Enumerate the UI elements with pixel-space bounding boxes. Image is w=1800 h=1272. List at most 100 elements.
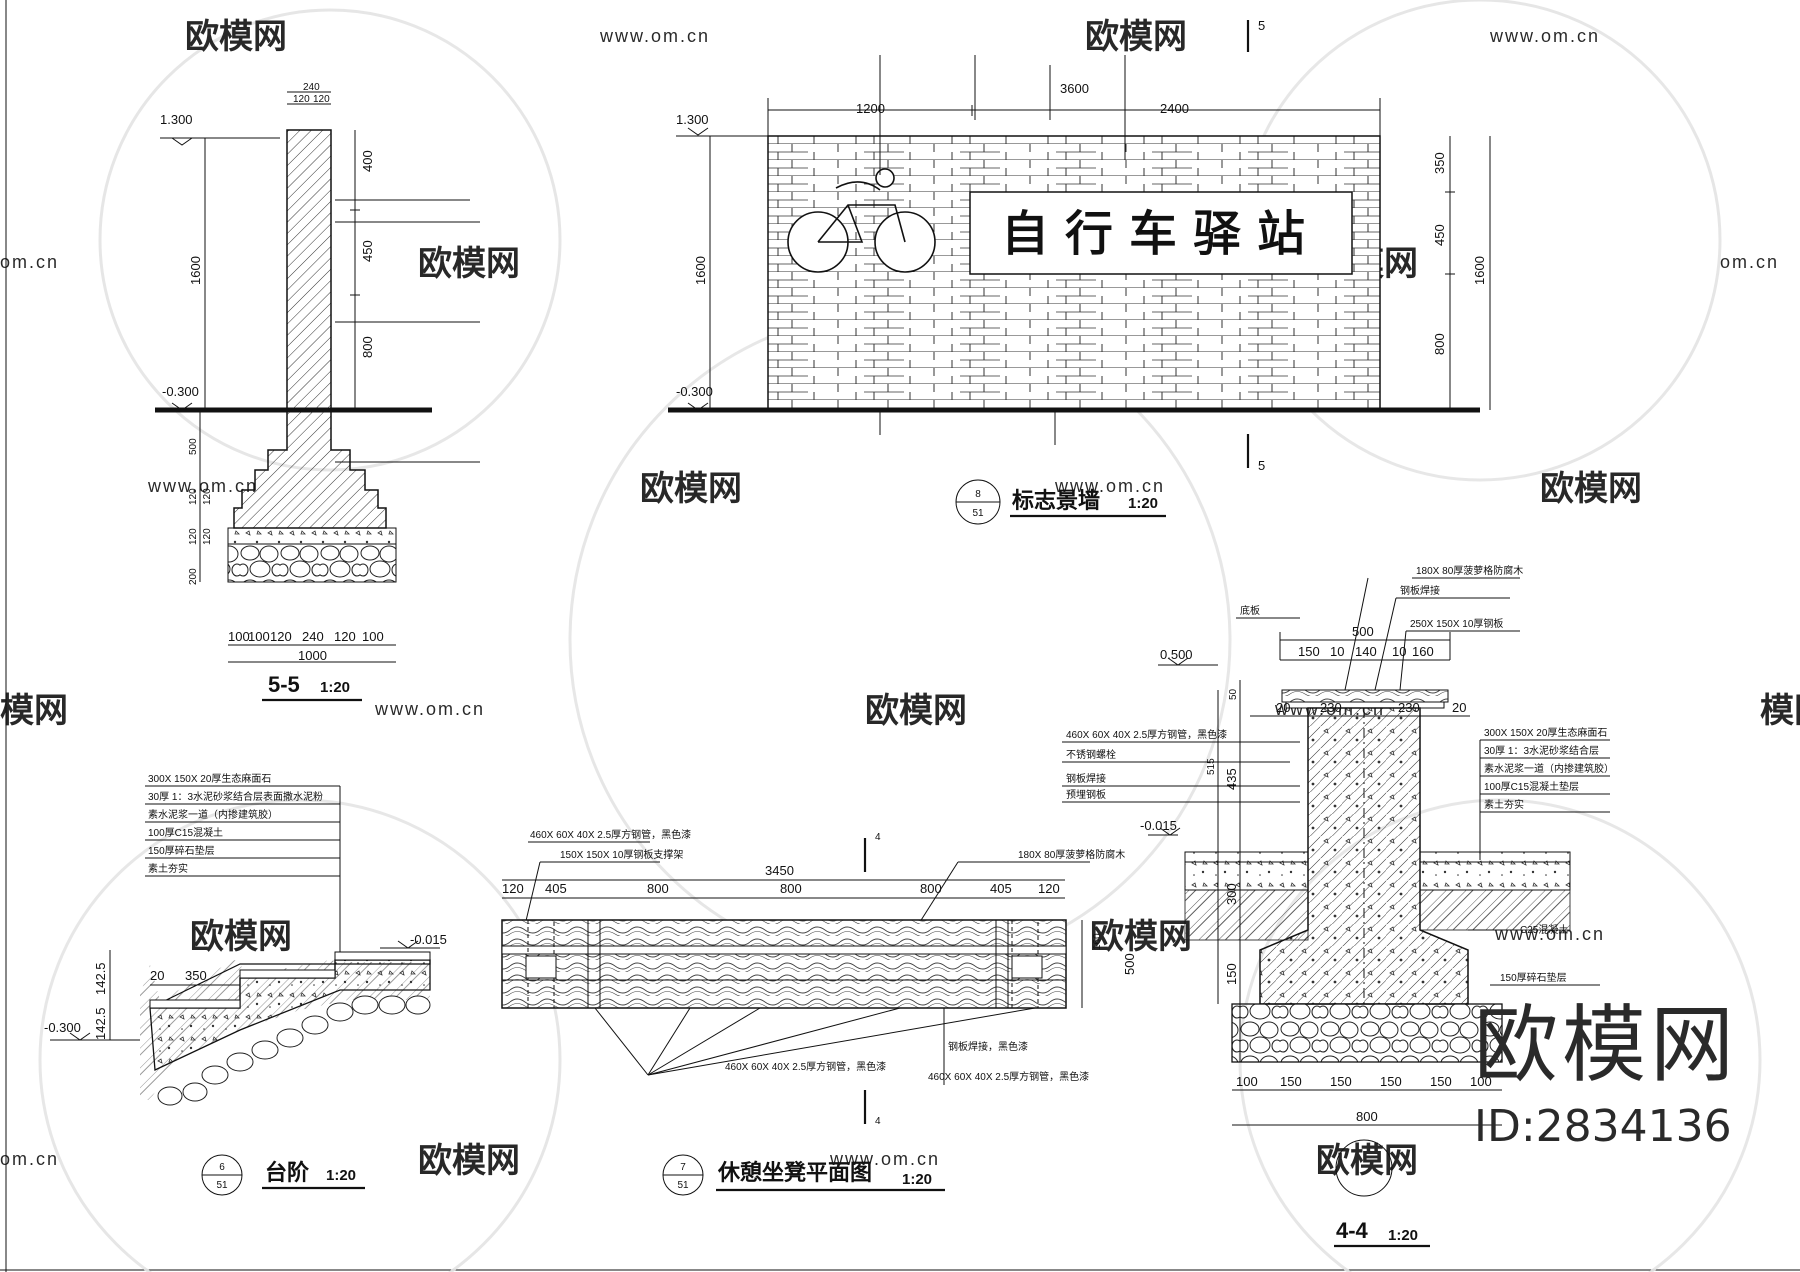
dim-bottom: 100 (362, 629, 384, 644)
dim-total: 1000 (298, 648, 327, 663)
dim-left-lower: 200 (188, 568, 199, 585)
dim: 300 (1224, 883, 1239, 905)
model-id: ID:2834136 (1473, 1101, 1732, 1152)
bench-dim: 160 (1092, 933, 1103, 950)
dim-left-lower: 120 (202, 488, 213, 505)
section-title: 5-5 (268, 672, 300, 697)
watermark-brand: 模网 (1760, 692, 1800, 730)
dim: 100 (1236, 1074, 1258, 1089)
dim-right: 800 (360, 336, 375, 358)
steps-notes: 300X 150X 20厚生态麻面石 30厚 1：3水泥砂浆结合层表面撒水泥粉 … (145, 772, 341, 960)
bench-total: 3450 (765, 863, 794, 878)
dim: 350 (185, 968, 207, 983)
brand-block: 欧模网 ID:2834136 (1474, 1003, 1738, 1152)
dim-right: 450 (360, 240, 375, 262)
concrete-pad (227, 527, 397, 545)
section-scale: 1:20 (1388, 1227, 1418, 1244)
steps-scale: 1:20 (326, 1167, 356, 1184)
dim-top: 120 (313, 94, 330, 105)
dim: 160 (1412, 644, 1434, 659)
dim-left-lower: 120 (188, 488, 199, 505)
gravel-layer (157, 995, 431, 1106)
dim-left-lower: 500 (188, 438, 199, 455)
wall-dim-right: 450 (1432, 224, 1447, 246)
wall-dim-right: 2400 (1160, 101, 1189, 116)
note: 300X 150X 20厚生态麻面石 (148, 772, 271, 785)
steps-title: 台阶 (265, 1160, 310, 1185)
dim: 20 (150, 968, 164, 983)
watermark-url: om.cn (0, 252, 59, 272)
dim-bottom: 120 (270, 629, 292, 644)
wall-dim-right: 350 (1432, 152, 1447, 174)
bench-slat (501, 979, 1067, 1009)
watermark-url: om.cn (1720, 252, 1779, 272)
note: 460X 60X 40X 2.5厚方钢管，黑色漆 (725, 1060, 886, 1073)
watermark-brand: 欧模网 (640, 470, 742, 508)
note: 30厚 1：3水泥砂浆结合层 (1484, 744, 1599, 757)
sign-panel (969, 191, 1353, 275)
section-mark: 5 (1258, 18, 1265, 33)
bench-scale: 1:20 (902, 1171, 932, 1188)
watermark-url: www.om.cn (1054, 476, 1165, 496)
note: 150X 150X 10厚钢板支撑架 (560, 848, 683, 861)
section-5-5: 1.300 -0.300 1600 400 450 800 240 120 12… (155, 82, 480, 702)
section-title: 4-4 (1336, 1218, 1369, 1243)
watermark-brand: 欧模网 (190, 918, 292, 956)
dim-total: 800 (1356, 1109, 1378, 1124)
dim: 50 (1228, 688, 1239, 700)
feature-wall-elevation: 自行车驿站 3600 1200 2400 1.300 -0.300 1600 3… (668, 18, 1491, 525)
note: 素土夯实 (1484, 798, 1524, 811)
wall-dim-right: 800 (1432, 333, 1447, 355)
dim: 150 (1430, 1074, 1452, 1089)
dim-left-lower: 120 (202, 528, 213, 545)
level: -0.015 (410, 932, 447, 947)
steps-section: 300X 150X 20厚生态麻面石 30厚 1：3水泥砂浆结合层表面撒水泥粉 … (44, 772, 447, 1196)
section-scale: 1:20 (320, 679, 350, 696)
bench-dim: 405 (990, 881, 1012, 896)
dim-bottom: 100 (228, 629, 250, 644)
note: 460X 60X 40X 2.5厚方钢管，黑色漆 (1066, 728, 1227, 741)
watermark-url: www.om.cn (1489, 26, 1600, 46)
watermark-brand: 欧模网 (1085, 18, 1187, 56)
watermark-url: www.om.cn (829, 1149, 940, 1169)
bench-slat (501, 953, 1067, 981)
dim: 20 (1276, 700, 1290, 715)
dim: 150 (1224, 963, 1239, 985)
section-4-4: 180X 80厚菠萝格防腐木 钢板焊接 250X 150X 10厚钢板 底板 5… (1062, 564, 1614, 1248)
watermark-url: www.om.cn (374, 699, 485, 719)
watermark-brand: 欧模网 (865, 692, 967, 730)
note: 250X 150X 10厚钢板 (1410, 617, 1503, 630)
watermark-url: www.om.cn (147, 476, 258, 496)
watermark-brand: 欧模网 (1090, 918, 1192, 956)
note: 30厚 1：3水泥砂浆结合层表面撒水泥粉 (148, 790, 323, 803)
gravel-bed (227, 543, 397, 583)
note: 460X 60X 40X 2.5厚方钢管，黑色漆 (928, 1070, 1089, 1083)
elevation-scale: 1:20 (1128, 495, 1158, 512)
level: -0.300 (44, 1020, 81, 1035)
section-mark: 4 (875, 832, 881, 843)
brand-name: 欧模网 (1473, 996, 1738, 1094)
detail-sheet: 51 (216, 1180, 228, 1191)
dim: 10 (1330, 644, 1344, 659)
level-bottom: -0.300 (676, 384, 713, 399)
detail-sheet: 51 (972, 508, 984, 519)
dim: 10 (1392, 644, 1406, 659)
wall-dim-right: 1600 (1472, 256, 1487, 285)
bench-seat-section (1281, 689, 1449, 703)
watermark-brand: 欧模网 (418, 1142, 520, 1180)
bench-dim: 800 (647, 881, 669, 896)
note: 180X 80厚菠萝格防腐木 (1416, 564, 1523, 577)
watermark-brand: 欧模网 (1316, 1142, 1418, 1180)
s44-notes-left: 460X 60X 40X 2.5厚方钢管，黑色漆 不锈钢螺栓 钢板焊接 预埋钢板 (1062, 728, 1300, 803)
bench-plan: 460X 60X 40X 2.5厚方钢管，黑色漆 150X 150X 10厚钢板… (501, 828, 1137, 1196)
bench-dim: 405 (545, 881, 567, 896)
bench-dim: 800 (780, 881, 802, 896)
dim: 142.5 (93, 962, 108, 995)
watermark-brand: 欧模网 (418, 245, 520, 283)
wall-dim-left: 1600 (693, 256, 708, 285)
dim: 150 (1298, 644, 1320, 659)
elevation-title: 标志景墙 (1012, 488, 1100, 513)
note: 180X 80厚菠萝格防腐木 (1018, 848, 1125, 861)
watermark-url: www.om.cn (599, 26, 710, 46)
